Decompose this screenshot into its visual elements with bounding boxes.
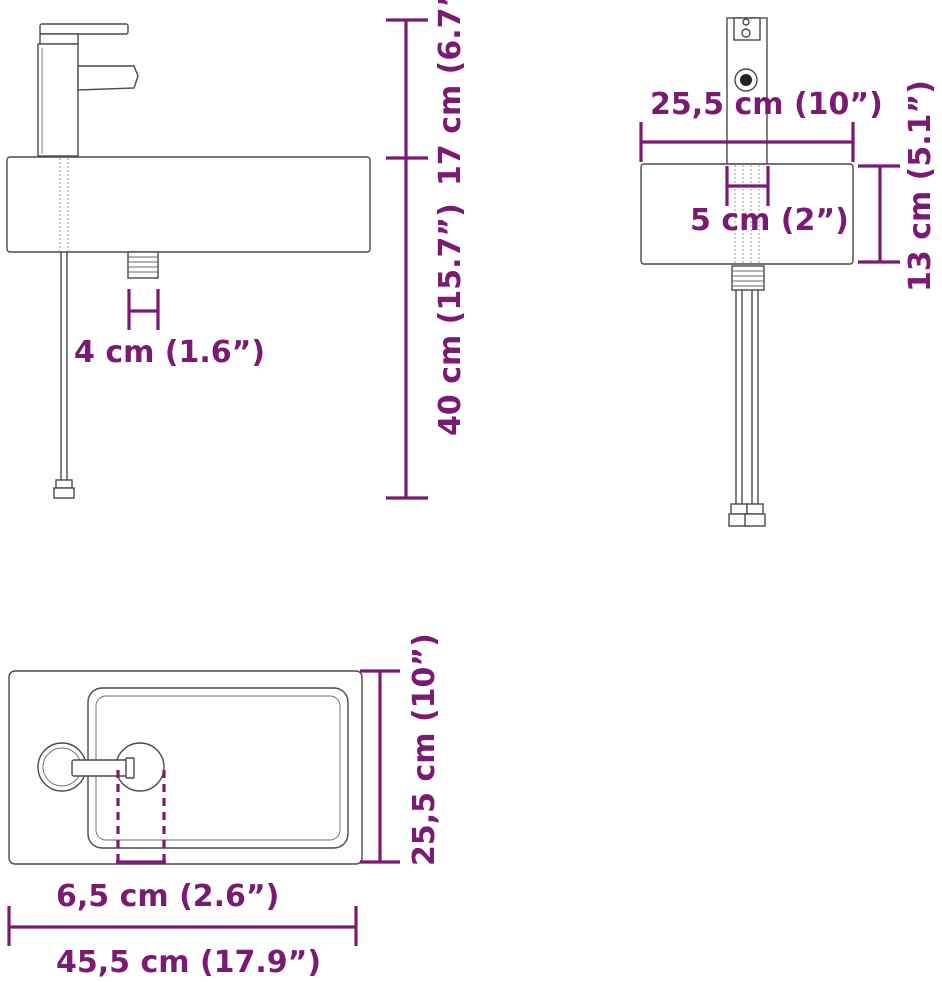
top-view: 6,5 cm (2.6”) 25,5 cm (10”) 45,5 cm (17.… (7, 633, 442, 980)
faucet-top (37, 742, 165, 792)
total-width-label: 45,5 cm (17.9”) (56, 945, 321, 980)
depth-label: 25,5 cm (10”) (407, 633, 442, 866)
drain-thread-front (731, 265, 765, 291)
drain-width-front-dimension (725, 166, 770, 206)
faucet-side (37, 23, 139, 157)
hose-length-label: 40 cm (15.7”) (433, 203, 468, 436)
drain-thread (127, 251, 159, 279)
basin-top-outer (8, 670, 363, 865)
faucet-height-label: 17 cm (6.7”) (433, 0, 468, 186)
faucet-front (726, 17, 768, 165)
basin-side (6, 156, 371, 253)
basin-height-dimension (858, 164, 900, 264)
drain-width-dimension (127, 289, 160, 330)
side-view: 4 cm (1.6”) 17 cm (6.7”) 40 cm (15.7”) (6, 0, 468, 500)
supply-hoses-front (728, 290, 766, 527)
height-dimension (386, 18, 428, 500)
total-width-dimension (7, 906, 358, 946)
basin-width-dimension (639, 122, 855, 162)
front-view: 25,5 cm (10”) 5 cm (2”) 13 cm (5.1”) (639, 17, 938, 527)
basin-front (640, 163, 854, 265)
drain-width-front-label: 5 cm (2”) (690, 203, 849, 238)
supply-hose (53, 252, 75, 499)
basin-height-label: 13 cm (5.1”) (903, 80, 938, 292)
faucet-offset-label: 6,5 cm (2.6”) (56, 879, 279, 914)
basin-width-label: 25,5 cm (10”) (650, 87, 883, 122)
drain-width-label: 4 cm (1.6”) (74, 335, 265, 370)
depth-dimension (360, 669, 400, 864)
